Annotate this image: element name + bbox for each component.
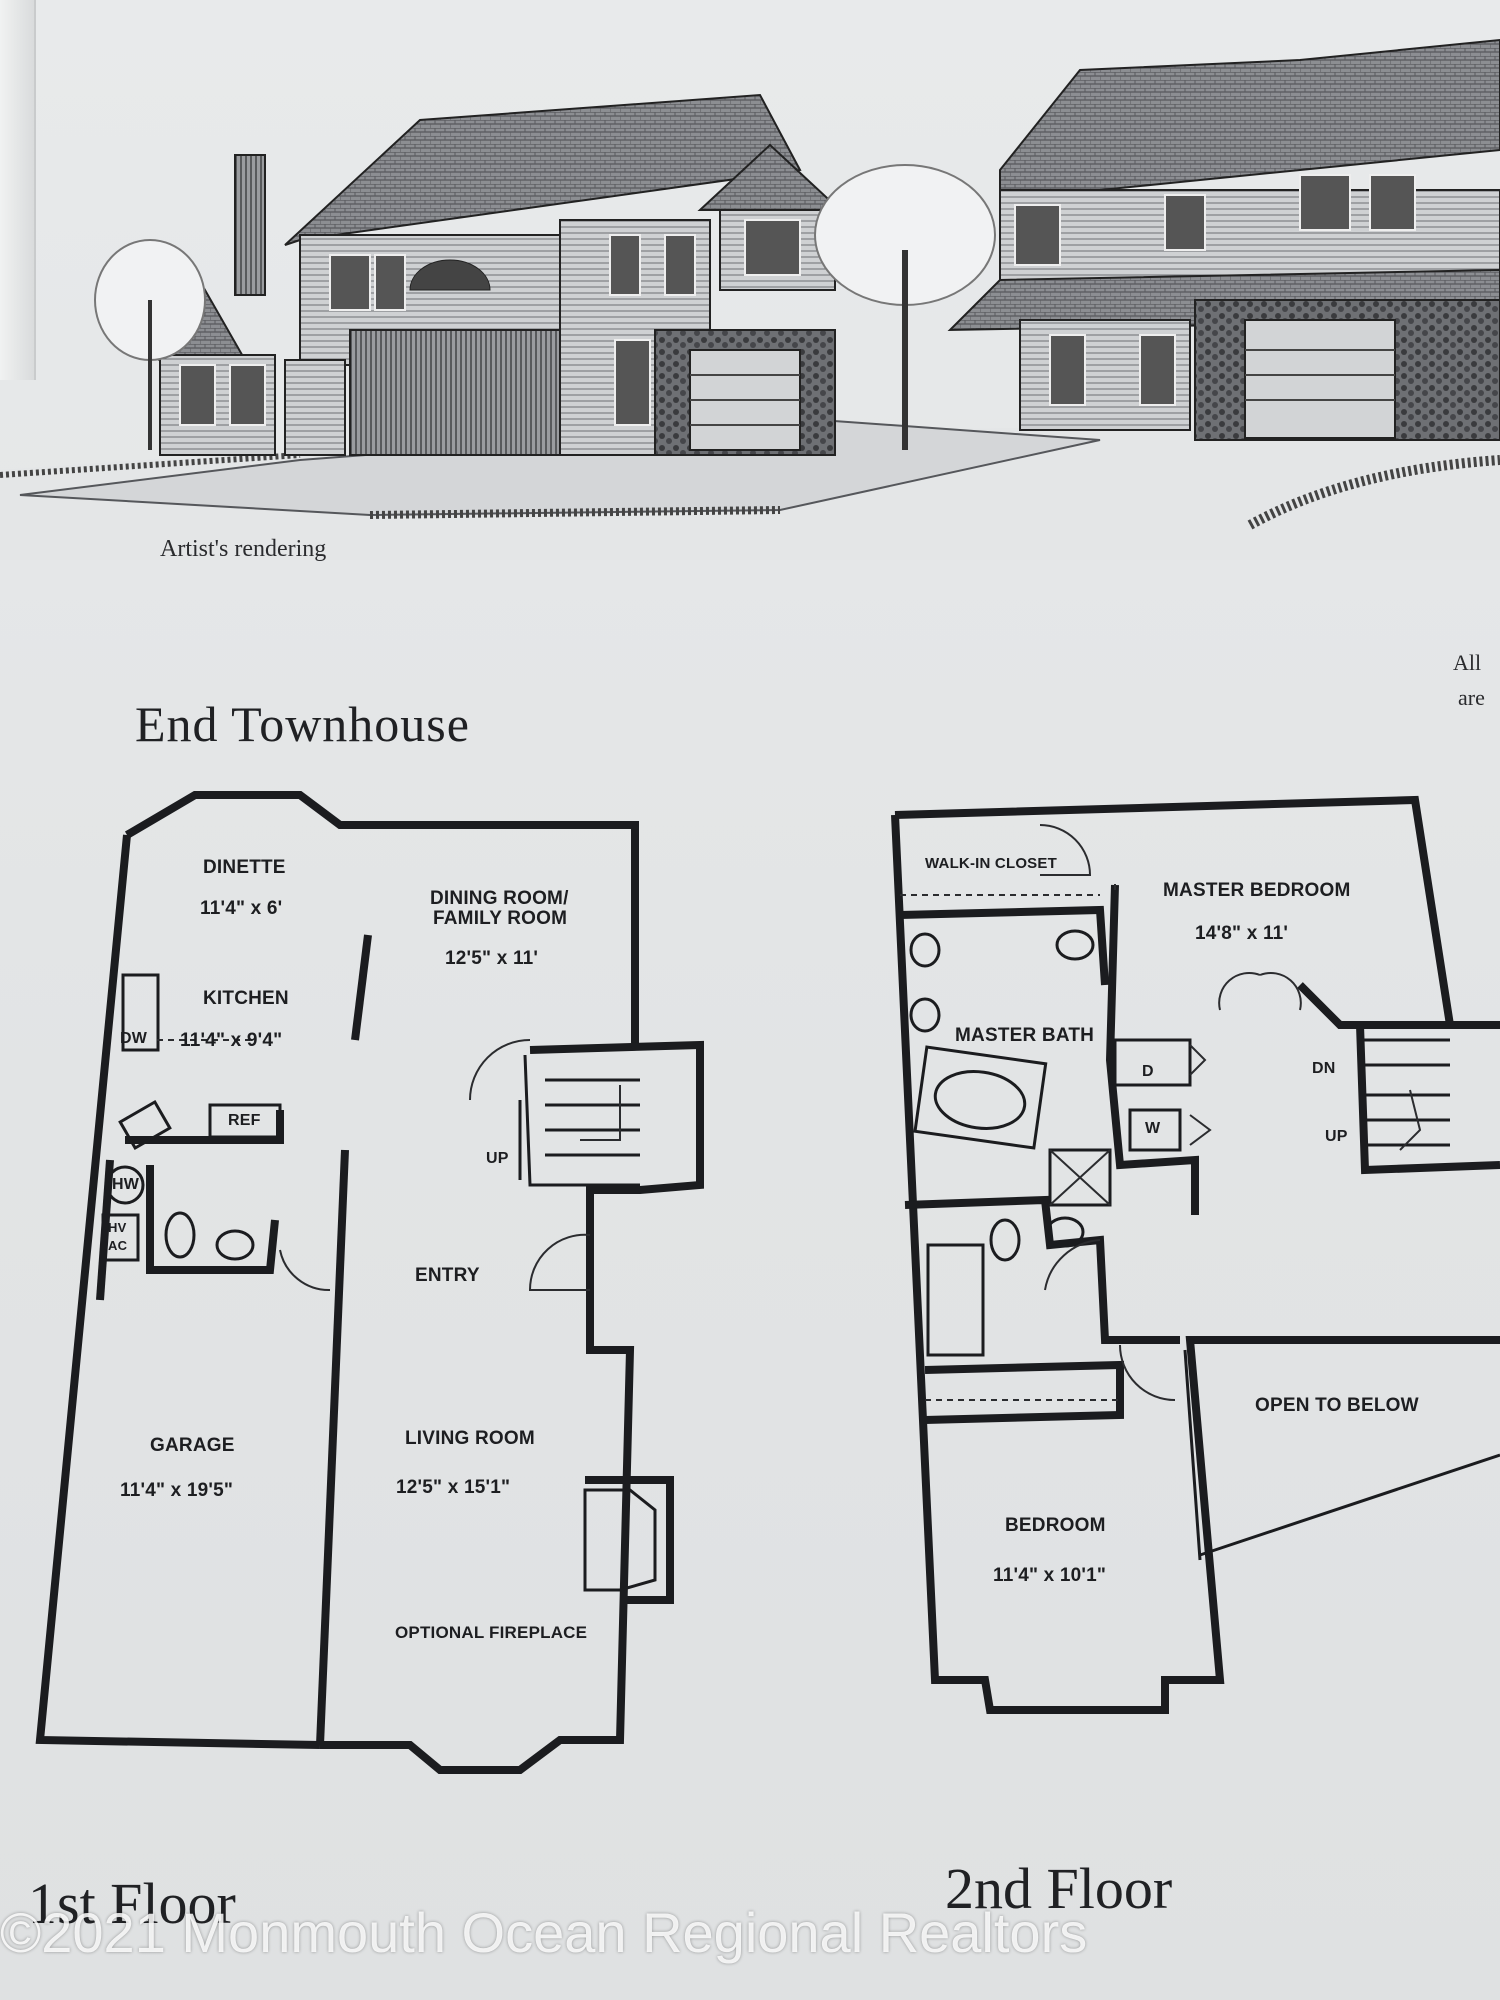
dining-label-line1: DINING ROOM/ [430, 888, 569, 909]
garage-label: GARAGE [150, 1435, 235, 1456]
left-house [158, 93, 802, 456]
second-floor-heading: 2nd Floor [945, 1856, 1173, 1921]
dishwasher-label: DW [120, 1030, 148, 1047]
rendering-caption: Artist's rendering [160, 536, 327, 562]
fireplace-label: OPTIONAL FIREPLACE [395, 1623, 588, 1642]
first-floor-heading: 1st Floor [28, 1871, 236, 1936]
garage-size: 11'4" x 19'5" [120, 1480, 234, 1501]
dinette-label: DINETTE [203, 857, 286, 878]
bedroom-size: 11'4" x 10'1" [993, 1565, 1107, 1586]
master-bedroom-label: MASTER BEDROOM [1163, 880, 1351, 901]
margin-note-line2: are [1458, 685, 1485, 710]
washer-label: W [1145, 1120, 1161, 1137]
kitchen-size: 11'4" x 9'4" [180, 1030, 283, 1051]
dining-label-line2: FAMILY ROOM [433, 908, 568, 929]
right-house [947, 38, 1500, 441]
first-floor-up-label: UP [486, 1150, 509, 1167]
hvac-label-line2: AC [108, 1238, 128, 1253]
page-title: End Townhouse [135, 696, 470, 752]
page-edge [0, 0, 36, 380]
living-room-size: 12'5" x 15'1" [396, 1477, 511, 1498]
middle-house [559, 143, 843, 456]
walk-in-closet-label: WALK-IN CLOSET [925, 855, 1057, 872]
stair-down-label: DN [1312, 1060, 1336, 1077]
open-to-below-label: OPEN TO BELOW [1255, 1395, 1419, 1416]
living-room-label: LIVING ROOM [405, 1428, 535, 1449]
master-bedroom-size: 14'8" x 11' [1195, 923, 1289, 944]
kitchen-label: KITCHEN [203, 988, 289, 1009]
margin-note-line1: All [1453, 650, 1482, 675]
dryer-label: D [1142, 1063, 1154, 1080]
water-heater-label: HW [112, 1176, 140, 1193]
dinette-size: 11'4" x 6' [200, 898, 283, 919]
copyright-watermark: ©2021 Monmouth Ocean Regional Realtors [0, 1901, 1088, 1964]
refrigerator-label: REF [228, 1112, 261, 1129]
hvac-label-line1: HV [108, 1220, 127, 1235]
stair-up-label: UP [1325, 1128, 1348, 1145]
tree [94, 164, 996, 450]
master-bath-label: MASTER BATH [955, 1025, 1095, 1046]
dining-size: 12'5" x 11' [445, 948, 539, 969]
townhouse-rendering [0, 38, 1500, 560]
entry-label: ENTRY [415, 1265, 480, 1286]
bedroom-label: BEDROOM [1005, 1515, 1106, 1536]
